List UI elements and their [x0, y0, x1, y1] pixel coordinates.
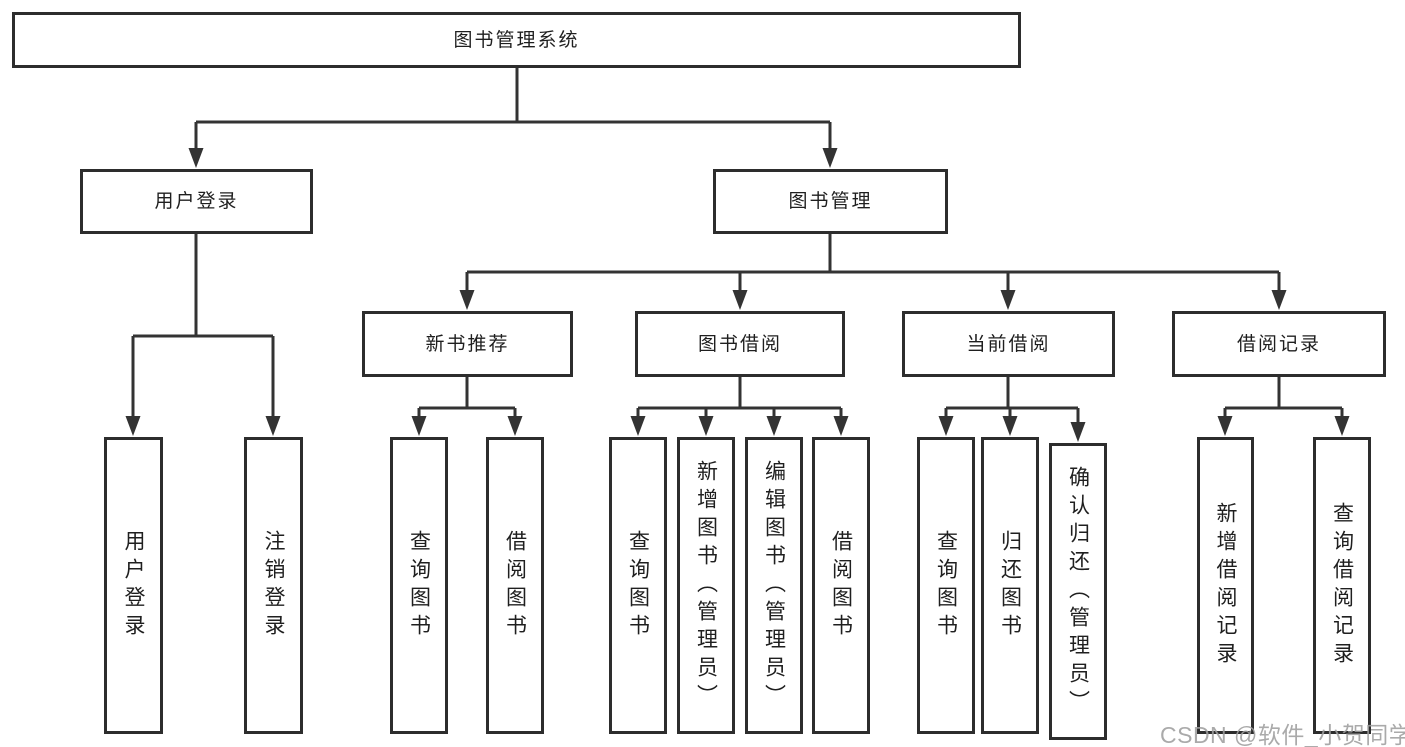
edge-bookmgmt-to-level3 [459, 234, 1287, 310]
leaf-current-return-book-label: 归还图书 [998, 529, 1022, 642]
leaf-current-confirm-return-admin: 确认归还（管理员） [1049, 443, 1107, 740]
leaf-newbook-borrow-book: 借阅图书 [486, 437, 544, 734]
leaf-borrow-borrow-book-label: 借阅图书 [829, 529, 853, 642]
leaf-user-login-label: 用户登录 [122, 529, 145, 642]
leaf-current-search-book: 查询图书 [917, 437, 975, 734]
leaf-borrow-edit-book-admin: 编辑图书（管理员） [745, 437, 803, 734]
node-current-borrow: 当前借阅 [902, 311, 1115, 377]
leaf-user-login: 用户登录 [104, 437, 163, 734]
edge-login-to-leaves [125, 234, 281, 436]
leaf-records-add-record: 新增借阅记录 [1197, 437, 1254, 734]
node-user-login-label: 用户登录 [154, 191, 239, 212]
node-book-borrow: 图书借阅 [635, 311, 845, 377]
leaf-borrow-search-book-label: 查询图书 [626, 529, 650, 642]
node-book-management: 图书管理 [713, 169, 948, 234]
node-book-borrow-label: 图书借阅 [697, 333, 782, 355]
node-book-management-label: 图书管理 [788, 191, 873, 212]
leaf-borrow-search-book: 查询图书 [609, 437, 667, 734]
leaf-logout: 注销登录 [244, 437, 303, 734]
csdn-watermark: CSDN @软件_小贺同学 [1160, 722, 1405, 747]
leaf-newbook-search-book: 查询图书 [390, 437, 448, 734]
leaf-borrow-add-book-admin: 新增图书（管理员） [677, 437, 735, 734]
node-user-login: 用户登录 [80, 169, 313, 234]
edge-records-to-leaves [1217, 377, 1350, 436]
leaf-logout-label: 注销登录 [262, 529, 285, 642]
leaf-newbook-borrow-book-label: 借阅图书 [503, 529, 527, 642]
leaf-records-add-record-label: 新增借阅记录 [1214, 501, 1237, 670]
edge-borrow-to-leaves [630, 377, 849, 436]
node-root-system: 图书管理系统 [12, 12, 1021, 68]
node-borrow-records: 借阅记录 [1172, 311, 1386, 377]
edge-newbook-to-leaves [411, 377, 523, 436]
edge-root-to-level2 [188, 68, 838, 168]
leaf-current-search-book-label: 查询图书 [934, 529, 958, 642]
leaf-records-search-record-label: 查询借阅记录 [1330, 501, 1354, 670]
leaf-newbook-search-book-label: 查询图书 [407, 529, 431, 642]
node-new-book-recommend: 新书推荐 [362, 311, 573, 377]
node-borrow-records-label: 借阅记录 [1236, 333, 1321, 355]
node-current-borrow-label: 当前借阅 [966, 333, 1051, 355]
leaf-borrow-edit-book-admin-label: 编辑图书（管理员） [762, 459, 786, 712]
leaf-borrow-borrow-book: 借阅图书 [812, 437, 870, 734]
leaf-current-return-book: 归还图书 [981, 437, 1039, 734]
leaf-current-confirm-return-admin-label: 确认归还（管理员） [1066, 465, 1090, 718]
leaf-borrow-add-book-admin-label: 新增图书（管理员） [694, 459, 718, 712]
edge-current-to-leaves [938, 377, 1086, 442]
leaf-records-search-record: 查询借阅记录 [1313, 437, 1371, 734]
node-new-book-recommend-label: 新书推荐 [425, 333, 510, 355]
node-root-system-label: 图书管理系统 [453, 29, 580, 51]
